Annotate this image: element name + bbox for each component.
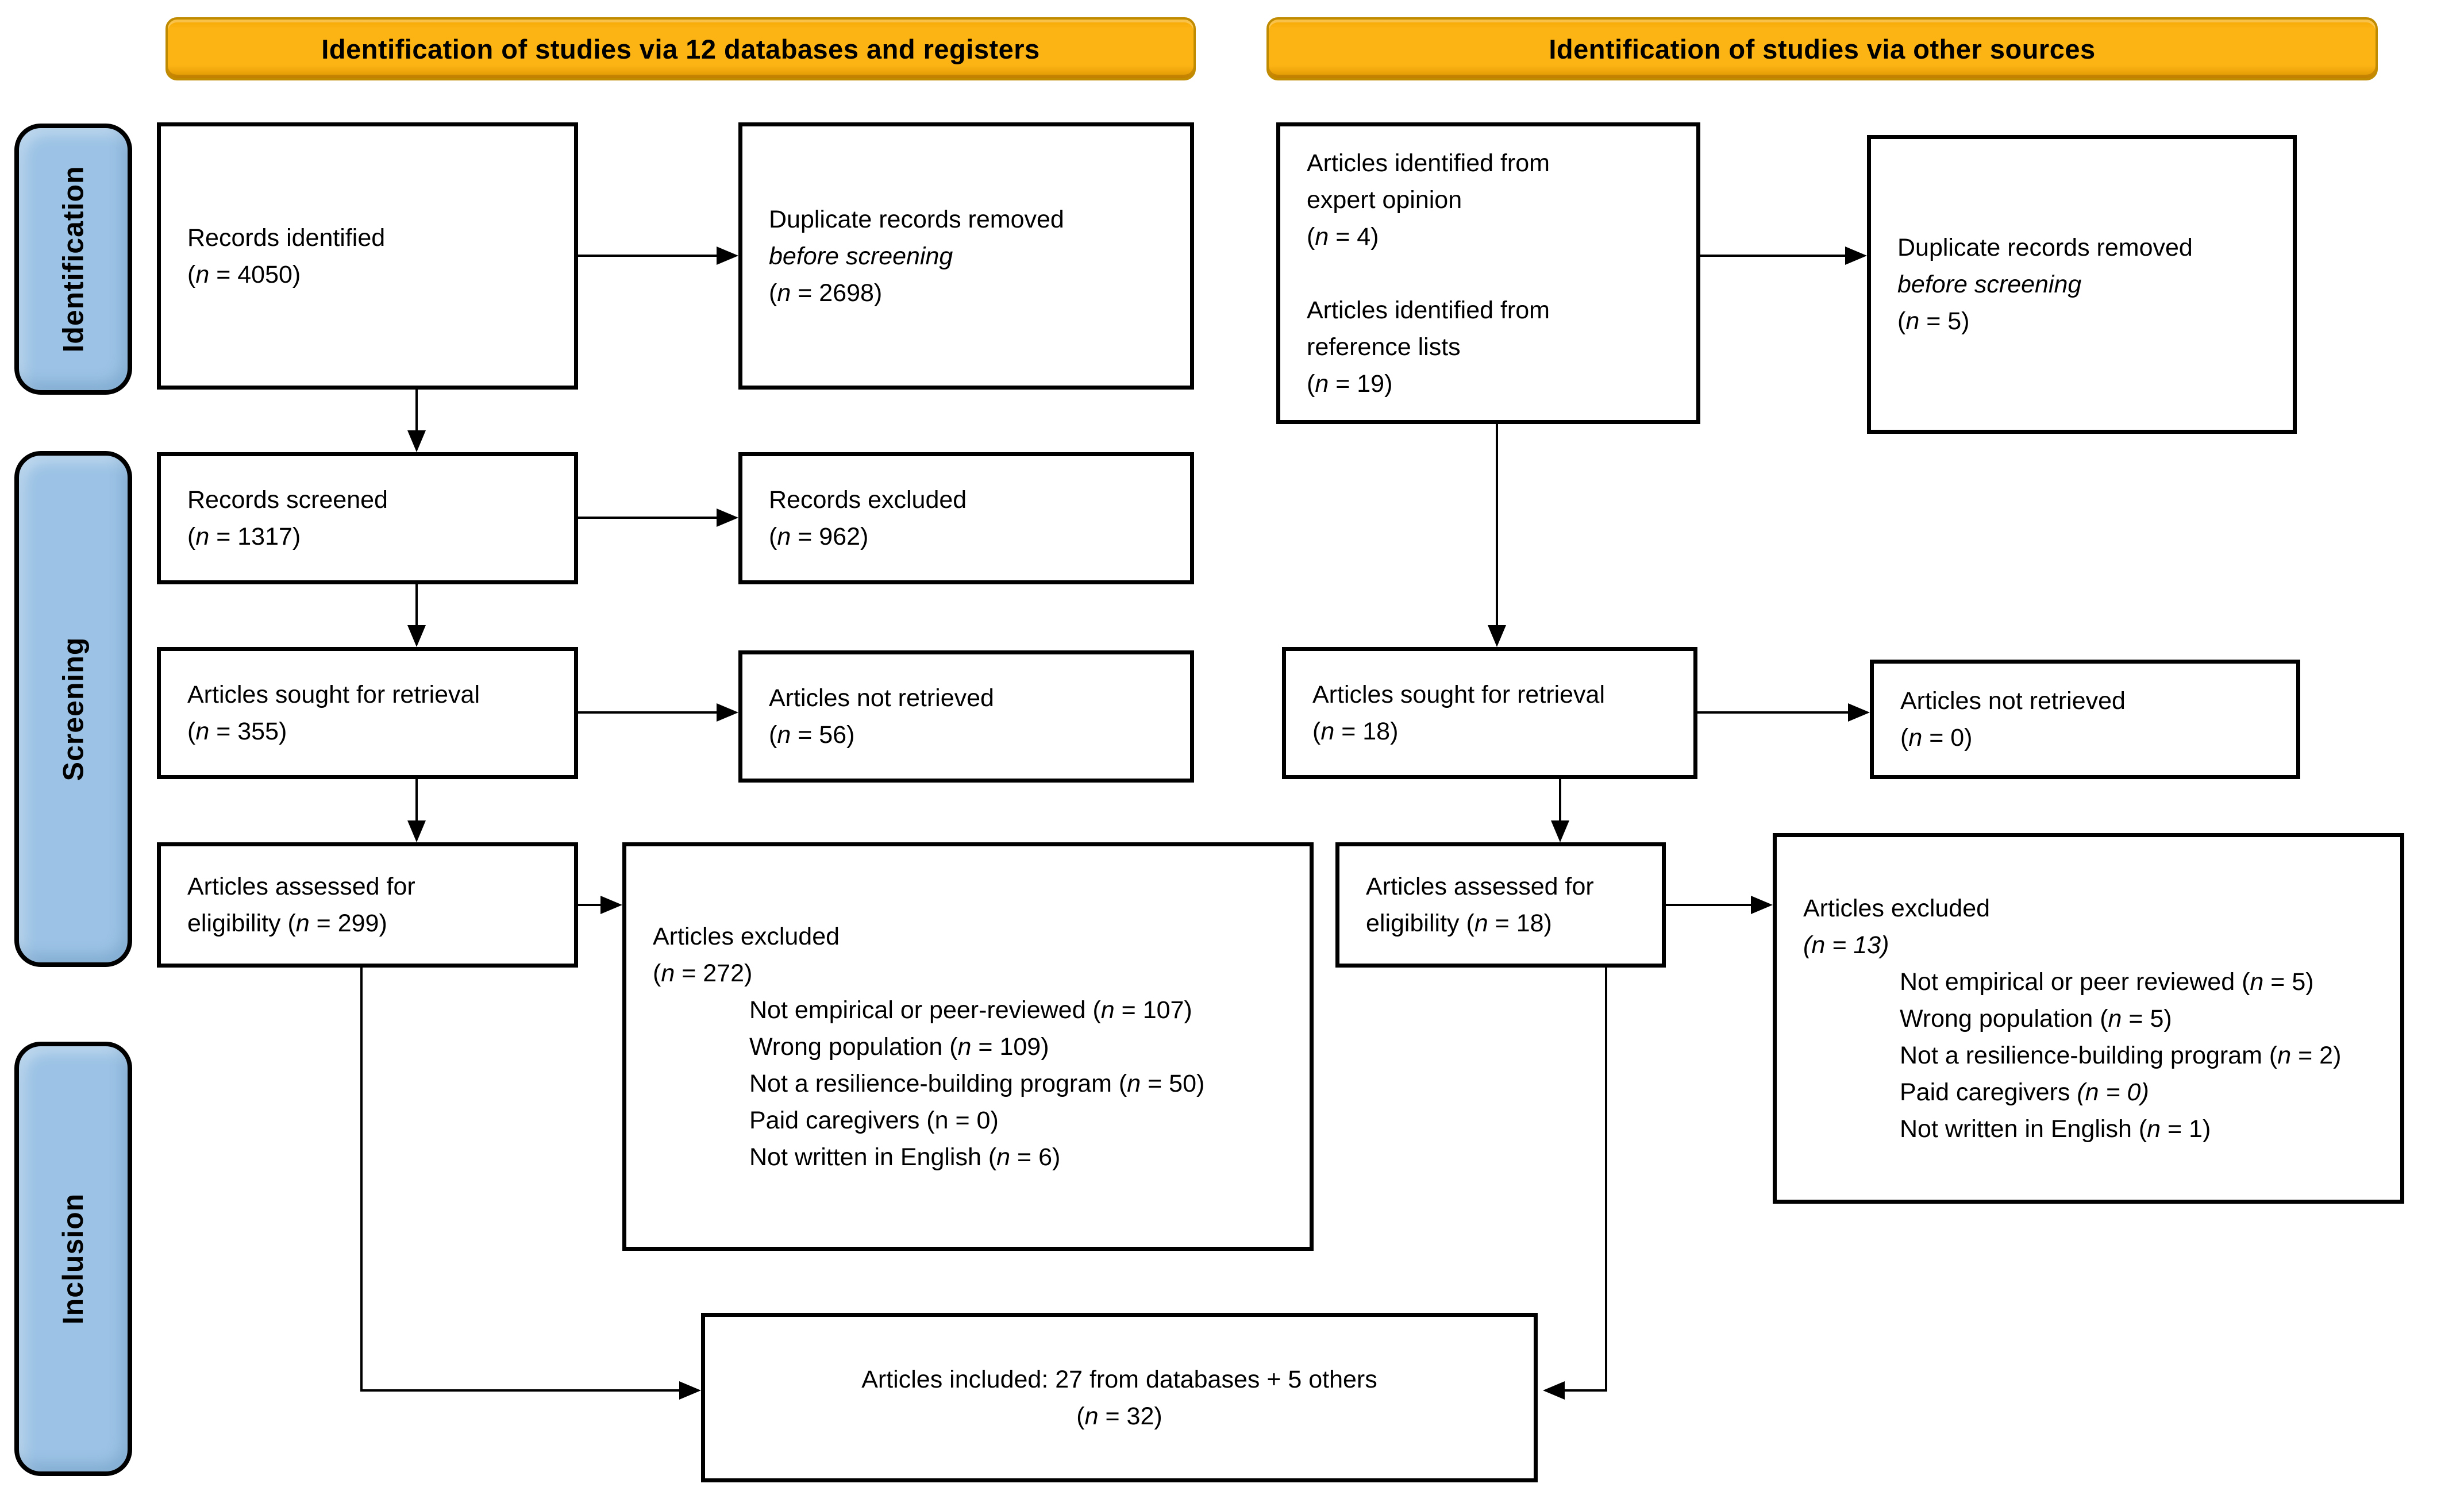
box-articles-excluded-other: Articles excluded(n = 13)Not empirical o… bbox=[1773, 833, 2404, 1204]
banner-databases-label: Identification of studies via 12 databas… bbox=[321, 33, 1040, 64]
phase-inclusion: Inclusion bbox=[14, 1042, 132, 1476]
banner-other-sources-label: Identification of studies via other sour… bbox=[1549, 33, 2096, 64]
box-articles-included: Articles included: 27 from databases + 5… bbox=[701, 1313, 1538, 1482]
box-articles-sought-db: Articles sought for retrieval(n = 355) bbox=[157, 647, 578, 779]
phase-identification-label: Identification bbox=[57, 165, 90, 353]
box-articles-not-retrieved-other: Articles not retrieved(n = 0) bbox=[1870, 660, 2300, 779]
phase-screening: Screening bbox=[14, 451, 132, 967]
phase-screening-label: Screening bbox=[57, 637, 90, 781]
box-articles-excluded-db: Articles excluded(n = 272)Not empirical … bbox=[622, 842, 1314, 1251]
box-records-excluded: Records excluded(n = 962) bbox=[738, 452, 1194, 584]
phase-identification: Identification bbox=[14, 124, 132, 395]
box-records-identified: Records identified(n = 4050) bbox=[157, 122, 578, 390]
banner-other-sources: Identification of studies via other sour… bbox=[1266, 17, 2378, 80]
box-articles-not-retrieved-db: Articles not retrieved(n = 56) bbox=[738, 650, 1194, 783]
arrow-assessed-other-to-included bbox=[1543, 968, 1607, 1400]
box-records-screened: Records screened(n = 1317) bbox=[157, 452, 578, 584]
banner-databases: Identification of studies via 12 databas… bbox=[165, 17, 1196, 80]
box-articles-sought-other: Articles sought for retrieval(n = 18) bbox=[1282, 647, 1697, 779]
phase-inclusion-label: Inclusion bbox=[57, 1193, 90, 1325]
